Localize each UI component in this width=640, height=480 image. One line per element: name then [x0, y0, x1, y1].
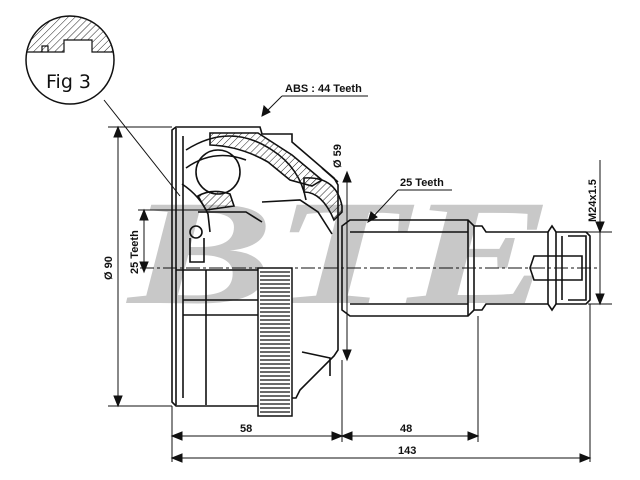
seal-diameter-label: Ø 59 — [332, 144, 344, 168]
abs-teeth-label: ABS : 44 Teeth — [285, 83, 362, 95]
fig-label: Fig 3 — [46, 71, 91, 93]
outer-teeth-leader — [367, 189, 452, 224]
outer-bell-housing — [171, 126, 339, 407]
fig-detail-circle: Fig 3 — [25, 15, 115, 105]
dim-58-label: 58 — [240, 423, 252, 435]
outer-diameter-label: Ø 90 — [103, 256, 115, 280]
dim-seal-diameter — [342, 170, 352, 362]
output-shaft — [341, 219, 591, 317]
dim-inner-teeth — [138, 208, 210, 274]
dim-143-label: 143 — [398, 445, 416, 457]
dim-thread — [560, 160, 612, 306]
outer-teeth-label: 25 Teeth — [400, 177, 444, 189]
abs-leader — [261, 95, 368, 117]
seal-ring — [301, 167, 343, 376]
dim-48-label: 48 — [400, 423, 412, 435]
dim-horizontal — [170, 304, 592, 463]
dim-outer-diameter — [108, 125, 172, 408]
thread-label: M24x1.5 — [587, 179, 599, 222]
abs-tone-ring — [257, 267, 293, 417]
abs-ring-teeth — [260, 271, 290, 413]
inner-teeth-label: 25 Teeth — [129, 230, 141, 274]
